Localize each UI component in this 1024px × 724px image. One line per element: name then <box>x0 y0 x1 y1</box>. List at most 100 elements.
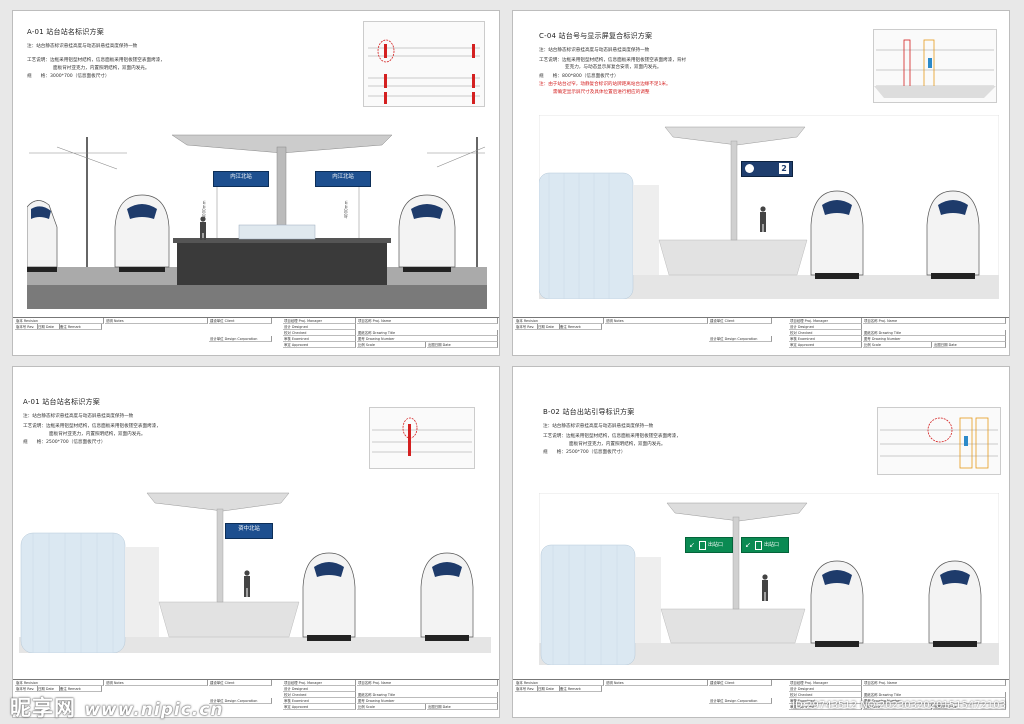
key-plan-thumbnail <box>369 407 475 469</box>
key-plan-drawing <box>372 417 472 456</box>
station-name-sign: 内江北站 <box>213 171 269 187</box>
platform-number: 2 <box>779 163 789 174</box>
exit-arrow-icon: ↙ <box>745 541 751 549</box>
note-line: 亚克力，与动态显示屏复合安装，双面内发光。 <box>565 65 662 70</box>
tb-approved: 审定 Approved <box>283 704 356 710</box>
tb-client: 建设单位 Client <box>209 680 272 686</box>
tb-design-corp: 设计单位 Design Corporation <box>209 698 272 704</box>
tb-drawing-no: 图号 Drawing Number <box>357 336 498 342</box>
tb-date: 日期 Date <box>37 324 60 330</box>
note-line: 注：站台静态标识悬挂高度与动态屏悬挂高度保持一致 <box>539 48 650 53</box>
tb-rev-no: 版本号 Rev. <box>515 686 538 692</box>
title-block: 版本 Revision 版本号 Rev. 日期 Date 备注 Remark 说… <box>13 679 499 717</box>
note-line: 规 格：2500*700（信息面板尺寸） <box>543 450 626 455</box>
tb-scale: 比例 Scale <box>357 342 426 348</box>
note-line: 面板背衬亚克力，内置照明结构，双面内发光。 <box>49 432 146 437</box>
tb-designed: 设计 Designed <box>789 686 862 692</box>
drawing-sheet-1: A-01 站台站名标识方案 注：站台静态标识悬挂高度与动态屏悬挂高度保持一致 工… <box>12 10 500 356</box>
tb-proj-name: 项目名称 Proj. Name <box>357 318 498 324</box>
key-plan-thumbnail <box>873 29 997 103</box>
platform-number-sign: 2 <box>741 161 793 177</box>
exit-door-icon <box>699 541 706 550</box>
sheet-title: A-01 站台站名标识方案 <box>23 398 100 406</box>
tb-examined: 审核 Examined <box>283 698 356 704</box>
note-line: 工艺说明：边框采用铝型材结构，信息面板采用铝板镂空表面烤漆， <box>27 58 165 63</box>
tb-checked: 校对 Checked <box>789 692 862 698</box>
tb-scale: 比例 Scale <box>863 342 932 348</box>
tb-designed: 设计 Designed <box>283 324 356 330</box>
tb-designed: 设计 Designed <box>283 686 356 692</box>
drawing-sheet-2: C-04 站台号与显示屏复合标识方案 注：站台静态标识悬挂高度与动态屏悬挂高度保… <box>512 10 1010 356</box>
note-line: 规 格：800*800（信息面板尺寸） <box>539 74 619 79</box>
tb-checked: 校对 Checked <box>283 692 356 698</box>
tb-proj-name: 项目名称 Proj. Name <box>863 318 1006 324</box>
note-line: 面板背衬亚克力，内置照明结构，双面内发光。 <box>53 66 150 71</box>
exit-sign-label: 出站口 <box>764 542 780 548</box>
station-name-label: 内江北站 <box>230 174 252 180</box>
tb-revision: 版本 Revision <box>15 318 104 324</box>
tb-rev-no: 版本号 Rev. <box>515 324 538 330</box>
height-dimension: 4000mm <box>343 200 349 219</box>
title-block: 版本 Revision 版本号 Rev. 日期 Date 备注 Remark 说… <box>513 679 1009 717</box>
platform-elevation-drawing <box>19 492 491 653</box>
tb-pm: 项目经理 Proj. Manager <box>789 680 862 686</box>
tb-date: 日期 Date <box>537 324 560 330</box>
title-block: 版本 Revision 版本号 Rev. 日期 Date 备注 Remark 说… <box>513 317 1009 355</box>
key-plan-drawing <box>880 417 998 469</box>
tb-revision: 版本 Revision <box>15 680 104 686</box>
tb-revision: 版本 Revision <box>515 680 604 686</box>
tb-rev-no: 版本号 Rev. <box>15 686 38 692</box>
note-line: 规 格：2500*700（信息面板尺寸） <box>23 440 106 445</box>
tb-pm: 项目经理 Proj. Manager <box>789 318 862 324</box>
tb-rev-no: 版本号 Rev. <box>15 324 38 330</box>
height-dimension: 4000mm <box>201 200 207 219</box>
title-block: 版本 Revision 版本号 Rev. 日期 Date 备注 Remark 说… <box>13 317 499 355</box>
tb-drawing-title: 图纸名称 Drawing Title <box>357 330 498 336</box>
tb-designed: 设计 Designed <box>789 324 862 330</box>
sheet-title: C-04 站台号与显示屏复合标识方案 <box>539 32 653 40</box>
tb-drawing-no: 图号 Drawing Number <box>357 698 498 704</box>
tb-proj-name: 项目名称 Proj. Name <box>863 680 1006 686</box>
tb-date: 日期 Date <box>537 686 560 692</box>
watermark-url: www.nipic.cn <box>84 700 224 720</box>
tb-remark: 备注 Remark <box>59 324 102 330</box>
platform-icon <box>745 164 754 173</box>
sheet-title: B-02 站台出站引导标识方案 <box>543 408 635 416</box>
tb-drawing-no: 图号 Drawing Number <box>863 698 1006 704</box>
tb-scale: 比例 Scale <box>357 704 426 710</box>
tb-checked: 校对 Checked <box>283 330 356 336</box>
tb-examined: 审核 Examined <box>789 698 862 704</box>
platform-elevation: 2 <box>539 115 999 299</box>
sheet-title: A-01 站台站名标识方案 <box>27 28 104 36</box>
station-name-sign: 资中北站 <box>225 523 273 539</box>
tb-client: 建设单位 Client <box>209 318 272 324</box>
exit-sign-label: 出站口 <box>708 542 724 548</box>
tb-client: 建设单位 Client <box>709 680 772 686</box>
tb-approved: 审定 Approved <box>789 704 862 710</box>
tb-client: 建设单位 Client <box>709 318 772 324</box>
note-line: 注：站台静态标识悬挂高度与动态屏悬挂高度保持一致 <box>543 424 654 429</box>
tb-notes: 说明 Notes <box>105 680 208 686</box>
tb-design-corp: 设计单位 Design Corporation <box>209 336 272 342</box>
key-plan-drawing <box>874 39 996 98</box>
tb-notes: 说明 Notes <box>605 318 708 324</box>
tb-issue-date: 出图日期 Date <box>933 342 1006 348</box>
note-line: 规 格：3000*700（信息面板尺寸） <box>27 74 110 79</box>
note-line: 注：站台静态标识悬挂高度与动态屏悬挂高度保持一致 <box>23 414 134 419</box>
tb-drawing-no: 图号 Drawing Number <box>863 336 1006 342</box>
platform-elevation-drawing <box>539 115 999 299</box>
exit-sign: ↙ 出站口 <box>685 537 733 553</box>
tb-drawing-title: 图纸名称 Drawing Title <box>863 692 1006 698</box>
platform-elevation: ↙ 出站口 ↙ 出站口 <box>539 493 999 665</box>
drawing-sheet-3: A-01 站台站名标识方案 注：站台静态标识悬挂高度与动态屏悬挂高度保持一致 工… <box>12 366 500 718</box>
drawing-sheet-4: B-02 站台出站引导标识方案 注：站台静态标识悬挂高度与动态屏悬挂高度保持一致… <box>512 366 1010 718</box>
warning-note: 需确定显示屏尺寸及具体位置后进行相应的调整 <box>553 90 650 95</box>
tb-pm: 项目经理 Proj. Manager <box>283 318 356 324</box>
watermark-brand: 昵享网 <box>10 696 76 720</box>
key-plan-thumbnail <box>363 21 485 107</box>
station-name-label: 资中北站 <box>238 526 260 532</box>
tb-examined: 审核 Examined <box>789 336 862 342</box>
tb-remark: 备注 Remark <box>559 324 602 330</box>
tb-examined: 审核 Examined <box>283 336 356 342</box>
watermark-id: ID:29743512 NO:20230320201515472103 <box>792 700 1006 711</box>
